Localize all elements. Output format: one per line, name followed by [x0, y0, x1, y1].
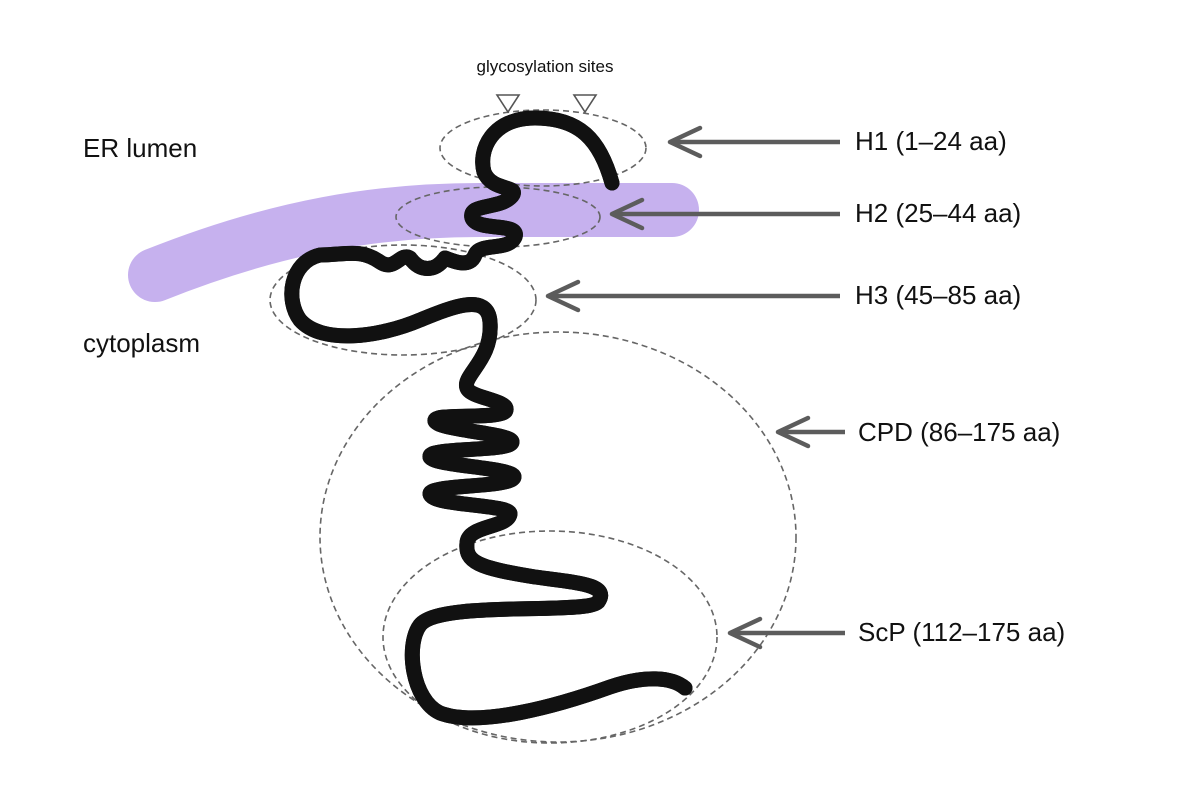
h3-region-outline: [269, 244, 537, 356]
h1-region-outline: [439, 109, 647, 187]
scp-arrow: [727, 616, 845, 650]
er-lumen-label: ER lumen: [83, 133, 197, 163]
scp-label: ScP (112–175 aa): [858, 617, 1065, 647]
h3-label: H3 (45–85 aa): [855, 280, 1021, 310]
h1-label: H1 (1–24 aa): [855, 126, 1007, 156]
h1-arrow: [667, 125, 840, 159]
cytoplasm-label: cytoplasm: [83, 328, 200, 358]
scp-region-outline: [382, 530, 718, 744]
glycosylation-site-marker: [572, 94, 598, 114]
glycosylation-sites: [495, 94, 598, 114]
h2-label: H2 (25–44 aa): [855, 198, 1021, 228]
cpd-arrow: [775, 415, 845, 449]
glycosylation-label: glycosylation sites: [476, 57, 613, 76]
er-membrane: [128, 183, 699, 302]
glycosylation-site-marker: [495, 94, 521, 114]
h2-arrow: [609, 197, 840, 231]
cpd-region-outline: [319, 331, 797, 743]
polypeptide-chain: [292, 110, 693, 718]
h3-arrow: [545, 279, 840, 313]
cpd-label: CPD (86–175 aa): [858, 417, 1060, 447]
